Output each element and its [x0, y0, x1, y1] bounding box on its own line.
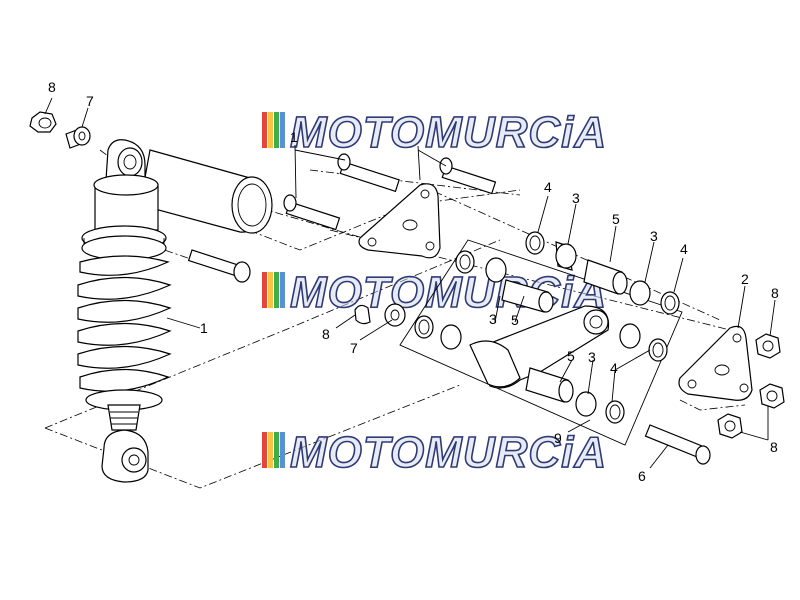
nut-right-lower: [717, 413, 743, 439]
callout-7: 7: [86, 93, 94, 109]
callout-1: 1: [200, 320, 208, 336]
leader-lines: [44, 97, 776, 469]
nuts-right: [717, 333, 785, 439]
callout-6: 6: [638, 468, 646, 484]
link-plate-upper: [358, 183, 441, 259]
callout-5: 5: [567, 348, 575, 364]
callout-1: 1: [290, 129, 298, 145]
watermark-text: MOTOMURCiA: [290, 108, 607, 157]
seal-upper: [525, 231, 545, 255]
sleeve-upper: [612, 271, 628, 295]
bushing-frame-right: [619, 323, 641, 349]
watermark-stripe-blue: [280, 112, 285, 148]
watermark-text-outline: MOTOMURCiA: [290, 268, 607, 317]
bolt-upper-right: [439, 157, 497, 195]
seal-frame-top: [455, 250, 475, 274]
watermark-stripe-yellow: [268, 112, 273, 148]
nut-right-middle: [759, 383, 785, 409]
callout-8: 8: [771, 285, 779, 301]
watermark-stripe-red: [262, 432, 267, 468]
callout-5: 5: [511, 312, 519, 328]
callout-3: 3: [489, 311, 497, 327]
watermark-stripe-yellow: [268, 432, 273, 468]
seal-right: [660, 291, 680, 315]
watermark-text-outline: MOTOMURCiA: [290, 428, 607, 477]
watermark-stripe-blue: [280, 432, 285, 468]
callout-labels: 8 7 1 1 4 3 5 3 4 2 8 8 7 3 5 5 3 4 8 9 …: [48, 79, 779, 484]
watermark-text-outline: MOTOMURCiA: [290, 108, 607, 157]
sleeve-frame-top: [538, 291, 554, 313]
bushing-frame-top: [485, 257, 507, 283]
sleeves: [501, 259, 628, 403]
watermark-top: MOTOMURCiA MOTOMURCiA: [262, 107, 607, 158]
bushing-upper: [555, 243, 577, 269]
watermark-text: MOTOMURCiA: [290, 268, 607, 317]
watermark-stripe-green: [274, 432, 279, 468]
watermark-stripe-green: [274, 272, 279, 308]
watermark-middle: MOTOMURCiA MOTOMURCiA: [262, 267, 607, 318]
watermark-bottom: MOTOMURCiA MOTOMURCiA: [262, 427, 607, 478]
bolt-middle: [187, 249, 251, 283]
link-plate-right: [678, 325, 753, 401]
bushing-frame-left: [440, 324, 462, 350]
watermark-stripe-yellow: [268, 272, 273, 308]
callout-4: 4: [680, 241, 688, 257]
callout-8: 8: [322, 326, 330, 342]
bushing-lower: [575, 391, 597, 417]
callout-3: 3: [572, 190, 580, 206]
bushing-right: [629, 280, 651, 306]
seals: [414, 231, 680, 424]
shock-absorber: [77, 139, 273, 483]
watermark-stripe-red: [262, 272, 267, 308]
callout-8: 8: [48, 79, 56, 95]
seal-frame-right: [648, 338, 668, 362]
callout-4: 4: [544, 179, 552, 195]
nut-middle: [354, 304, 371, 325]
watermark-stripe-blue: [280, 272, 285, 308]
callout-9: 9: [554, 430, 562, 446]
bushings: [440, 241, 651, 417]
rocker-kit-frame: [399, 239, 683, 446]
sleeve-lower: [558, 379, 574, 403]
callout-7: 7: [350, 340, 358, 356]
callout-5: 5: [612, 211, 620, 227]
watermark-text: MOTOMURCiA: [290, 428, 607, 477]
callout-2: 2: [741, 271, 749, 287]
seal-frame-left: [414, 315, 434, 339]
bolt-upper-center: [337, 153, 400, 193]
bolt-left: [283, 194, 341, 231]
seal-lower: [605, 400, 625, 424]
watermark-stripe-red: [262, 112, 267, 148]
watermark-stripe-green: [274, 112, 279, 148]
callout-8: 8: [770, 439, 778, 455]
nut-top-left: [29, 111, 57, 133]
callout-3: 3: [650, 228, 658, 244]
spring-coils: [77, 255, 172, 392]
rocker-arm: [469, 305, 610, 389]
bolt-lower: [644, 424, 711, 465]
callout-3: 3: [588, 349, 596, 365]
spacer-middle: [354, 303, 406, 327]
spacer-top-left: [65, 126, 91, 149]
nut-right-upper: [755, 333, 781, 359]
callout-4: 4: [610, 360, 618, 376]
